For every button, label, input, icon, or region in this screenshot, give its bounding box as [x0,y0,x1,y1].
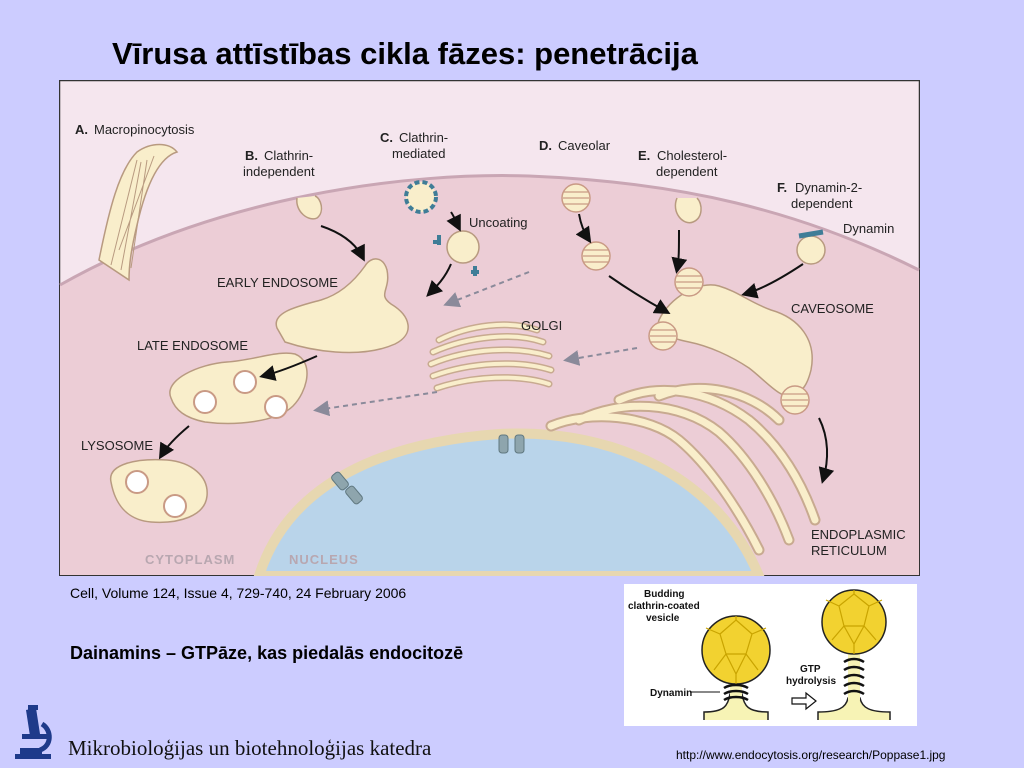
label-dynamin-2-dependent-2: dependent [791,196,853,211]
dynamin-definition: Dainamins – GTPāze, kas piedalās endocit… [70,643,464,663]
source-url: http://www.endocytosis.org/research/Popp… [676,748,946,762]
label-cholesterol-dependent-1: Cholesterol- [657,148,727,163]
figure-citation: Cell, Volume 124, Issue 4, 729-740, 24 F… [70,585,407,601]
label-caveosome: CAVEOSOME [791,301,874,316]
label-clathrin-mediated-2: mediated [392,146,445,161]
retrograde-arrow [313,271,638,417]
pathway-arrow [158,211,835,484]
label-late-endosome: LATE ENDOSOME [137,338,248,353]
microscope-icon [12,704,56,760]
label-lysosome: LYSOSOME [81,438,153,453]
inset-gtp-1: GTP [800,664,821,675]
inset-budding-2: clathrin-coated [628,601,700,612]
label-d-letter: D. [539,138,552,153]
clathrin-vesicle-left [701,615,771,720]
macropinocytosis-ruffle [98,143,179,282]
label-e-letter: E. [638,148,650,163]
inset-budding-3: vesicle [646,613,680,624]
label-golgi: GOLGI [521,318,562,333]
caveosome [648,267,813,415]
label-dynamin: Dynamin [843,221,894,236]
label-b-letter: B. [245,148,258,163]
endocytosis-pathways-figure: A. Macropinocytosis B. Clathrin- indepen… [59,80,920,576]
label-c-letter: C. [380,130,393,145]
arrow-right-icon [791,691,817,711]
uncoating-vesicle [446,230,480,264]
inset-budding-1: Budding [644,589,685,600]
label-nucleus: NUCLEUS [289,552,359,567]
label-reticulum: RETICULUM [811,543,887,558]
label-uncoating: Uncoating [469,215,528,230]
nuclear-pore [331,434,525,505]
label-caveolar: Caveolar [558,138,611,153]
plasma-membrane [59,174,920,287]
dynamin-inset-figure: Budding clathrin-coated vesicle Dynamin … [624,584,917,726]
label-f-letter: F. [777,180,787,195]
label-clathrin-independent-2: independent [243,164,315,179]
label-macropinocytosis: Macropinocytosis [94,122,195,137]
label-a-letter: A. [75,122,88,137]
cholesterol-dependent-pit [674,197,702,224]
caveolar-vesicle [561,183,611,271]
label-clathrin-mediated-1: Clathrin- [399,130,448,145]
label-endoplasmic: ENDOPLASMIC [811,527,906,542]
nucleus [253,428,765,576]
label-cytoplasm: CYTOPLASM [145,552,235,567]
slide-title: Vīrusa attīstības cikla fāzes: penetrāci… [112,36,698,71]
dynamin-vesicle [796,235,826,265]
inset-gtp-2: hydrolysis [786,676,836,687]
inset-dynamin-label: Dynamin [650,688,692,699]
clathrin-vesicle-right [817,589,891,720]
clathrin-coated-pit [404,180,438,214]
clathrin-independent-pit [296,195,323,220]
department-name: Mikrobioloģijas un biotehnoloģijas kated… [68,736,432,760]
early-endosome [275,258,409,354]
label-cholesterol-dependent-2: dependent [656,164,718,179]
label-dynamin-2-dependent-1: Dynamin-2- [795,180,862,195]
lysosome [110,458,208,524]
label-clathrin-independent-1: Clathrin- [264,148,313,163]
label-early-endosome: EARLY ENDOSOME [217,275,338,290]
